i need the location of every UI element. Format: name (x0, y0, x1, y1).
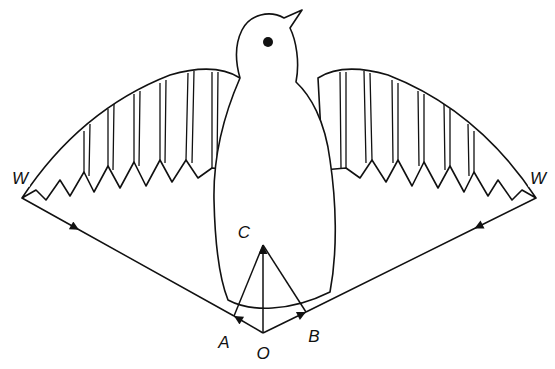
right-wing (318, 69, 536, 200)
vector-oa (234, 316, 263, 333)
point-label: W (10, 170, 30, 187)
point-label: O (254, 345, 271, 362)
point-label: W (528, 170, 548, 187)
vector-oc (262, 245, 264, 333)
point-label: A (216, 334, 231, 351)
bird-eye (263, 37, 273, 47)
left-wing (22, 69, 240, 200)
weight-line-left (22, 198, 234, 316)
vector-ob (263, 312, 306, 333)
point-label: C (236, 224, 252, 241)
weight-line-right (306, 198, 536, 312)
line-ac (234, 245, 263, 316)
line-cb (263, 245, 306, 312)
point-label: B (306, 328, 321, 345)
